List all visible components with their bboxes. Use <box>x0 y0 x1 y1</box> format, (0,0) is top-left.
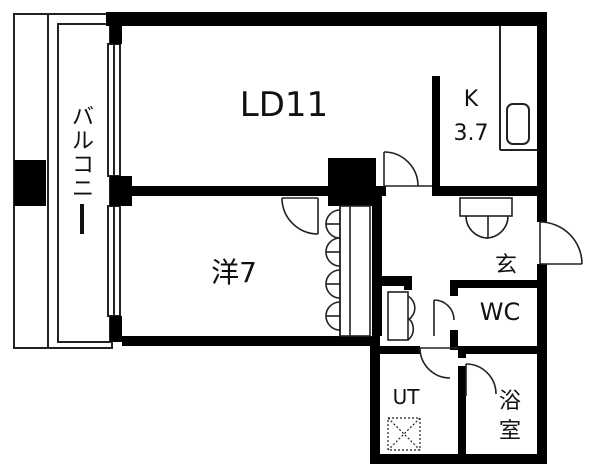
closet <box>339 205 371 337</box>
room-label-kitchen-line2: 3.7 <box>454 121 489 146</box>
wall-closet-right <box>372 196 382 336</box>
room-label-toilet: WC <box>480 298 521 326</box>
door-swing-icon <box>539 221 583 265</box>
balcony-char-4: ニ <box>72 177 94 202</box>
wall-western-bottom <box>122 336 380 346</box>
balcony-char-5 <box>80 204 84 234</box>
room-label-utility: UT <box>393 385 421 409</box>
room-label-bath-line1: 浴 <box>499 389 521 414</box>
washer-pan-icon <box>387 417 421 451</box>
doors <box>281 151 583 396</box>
wall-ut-left <box>370 346 380 464</box>
wall-right-upper <box>537 12 547 222</box>
door-swing-icon <box>387 291 416 341</box>
balcony-partition <box>14 160 46 206</box>
kitchen-counter <box>499 26 537 151</box>
wall-top <box>106 12 547 26</box>
door-swing-icon <box>419 347 458 379</box>
room-label-entrance: 玄 <box>495 253 517 278</box>
sink-icon <box>506 103 530 145</box>
door-swing-icon <box>433 299 455 336</box>
wall-ut-bath <box>458 366 466 454</box>
wall-kitchen-partition <box>432 76 440 186</box>
balcony-char-2: ル <box>72 129 94 154</box>
wall-ld-western <box>122 186 332 196</box>
wall-bottom <box>370 454 547 464</box>
balcony-char-3: コ <box>72 153 94 178</box>
door-swing-icon <box>459 197 513 239</box>
balcony-char-1: バ <box>72 105 94 130</box>
door-swing-icon <box>465 363 497 396</box>
wall-right-lower <box>537 264 547 464</box>
wall-wc-top <box>450 280 537 288</box>
room-label-western: 洋7 <box>211 256 257 289</box>
balcony-label: バ ル コ ニ <box>72 105 94 234</box>
room-label-bath-line2: 室 <box>499 419 521 444</box>
door-swing-icon <box>281 197 319 235</box>
room-label-kitchen-line1: K <box>464 87 479 112</box>
balcony <box>13 13 113 349</box>
walls <box>106 12 547 464</box>
wall-pillar <box>328 158 376 206</box>
closet-door-icon <box>325 205 371 337</box>
shoe-cabinet <box>459 197 513 217</box>
door-swing-icon <box>383 151 432 187</box>
room-label-ld: LD11 <box>240 85 328 125</box>
